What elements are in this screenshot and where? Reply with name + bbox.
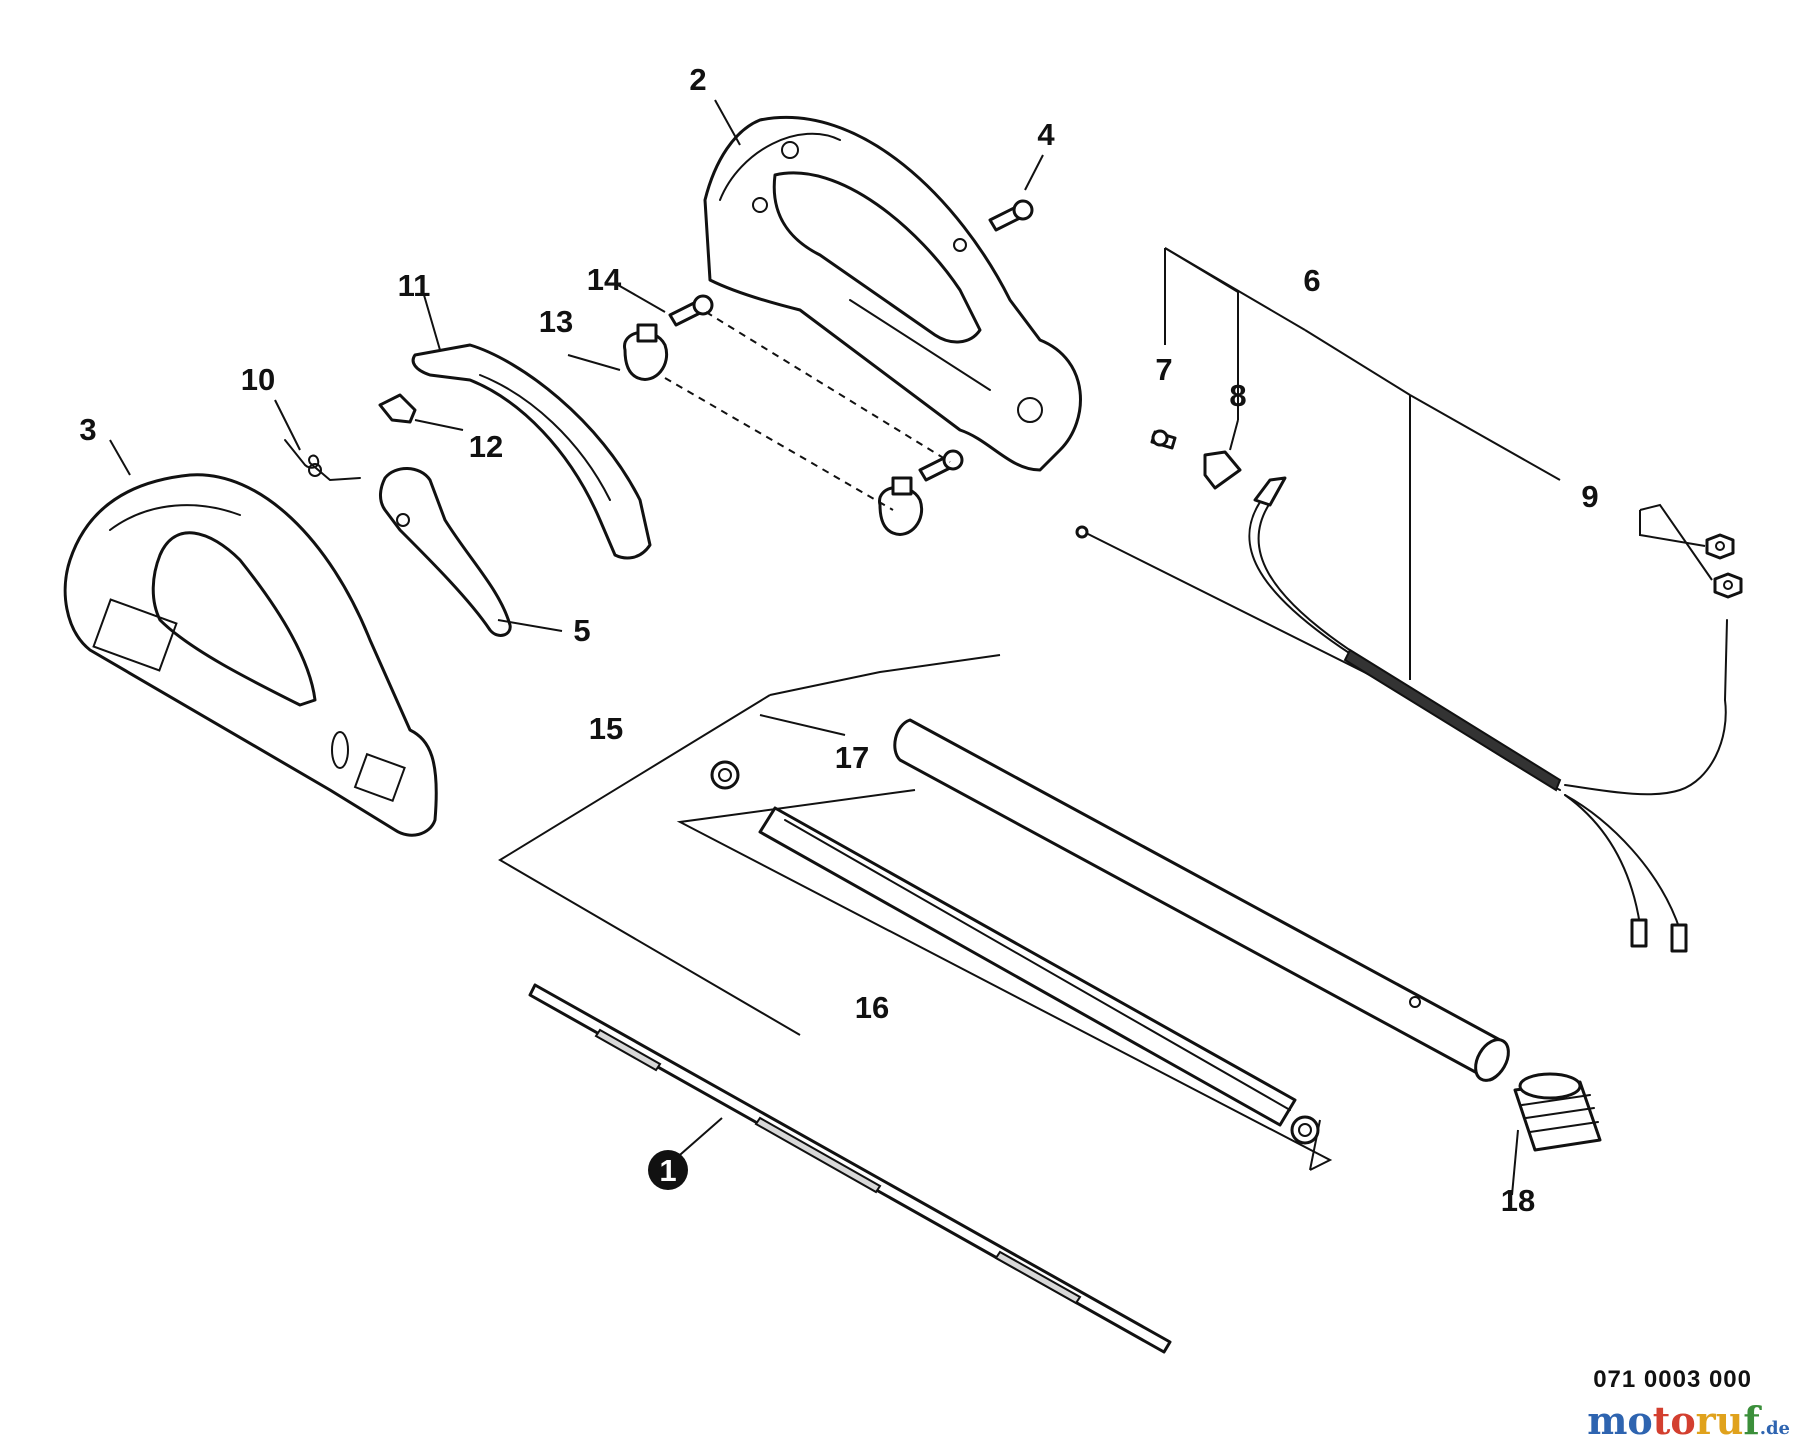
bracket-15-16-17 [498, 654, 1333, 1171]
callout-17: 17 [835, 740, 869, 775]
watermark-part-1: mo [1587, 1398, 1653, 1443]
torsion-spring [284, 439, 361, 482]
watermark-part-2: to [1652, 1398, 1696, 1443]
callout-13: 13 [539, 304, 573, 339]
diagram-number: 071 0003 000 [1593, 1366, 1752, 1393]
outer-tube [893, 718, 1510, 1082]
callout-3: 3 [79, 412, 96, 447]
callout-5: 5 [573, 613, 590, 648]
callout-1: 1 [659, 1153, 676, 1188]
callout-16: 16 [855, 990, 889, 1025]
callout-6: 6 [1303, 263, 1320, 298]
throttle-cable-assembly [1075, 476, 1728, 953]
drive-shaft [528, 983, 1172, 1354]
screw-upper [668, 294, 714, 327]
screw-4 [988, 199, 1034, 232]
threaded-coupler [1513, 1072, 1602, 1152]
screw-7 [1150, 429, 1177, 450]
clamp-lower [878, 476, 923, 536]
watermark-tld: .de [1759, 1418, 1790, 1439]
watermark-part-3: ru [1695, 1398, 1744, 1443]
callout-9: 9 [1581, 479, 1598, 514]
watermark-logo: motoruf.de [1587, 1398, 1790, 1443]
connector-8 [1203, 450, 1242, 490]
lever-spring [378, 393, 417, 424]
handle-half-upper [703, 116, 1082, 472]
callouts: 1 2 3 4 5 6 7 8 9 10 11 12 13 14 15 16 1… [79, 62, 1598, 1218]
leader-lines [109, 99, 1713, 1196]
callout-7: 7 [1155, 352, 1172, 387]
liner-star-washer-bottom [1290, 1115, 1320, 1145]
callout-12: 12 [469, 429, 503, 464]
clamp-upper [623, 323, 668, 381]
callout-10: 10 [241, 362, 275, 397]
callout-2: 2 [689, 62, 706, 97]
callout-18: 18 [1501, 1183, 1535, 1218]
shaft-liner [758, 806, 1297, 1127]
callout-15: 15 [589, 711, 623, 746]
trigger-lever [411, 343, 652, 560]
liner-star-washer-top [710, 760, 740, 790]
callout-4: 4 [1037, 117, 1055, 152]
callout-14: 14 [587, 262, 622, 297]
throttle-trigger [379, 467, 512, 637]
screw-lower [918, 449, 964, 482]
callout-11: 11 [398, 268, 431, 303]
nut-9a [1705, 533, 1735, 560]
nut-9b [1713, 572, 1743, 599]
handle-half-lower [63, 473, 438, 837]
watermark-part-4: f [1743, 1398, 1760, 1443]
callout-1-marker [648, 1150, 688, 1190]
callout-8: 8 [1229, 378, 1246, 413]
